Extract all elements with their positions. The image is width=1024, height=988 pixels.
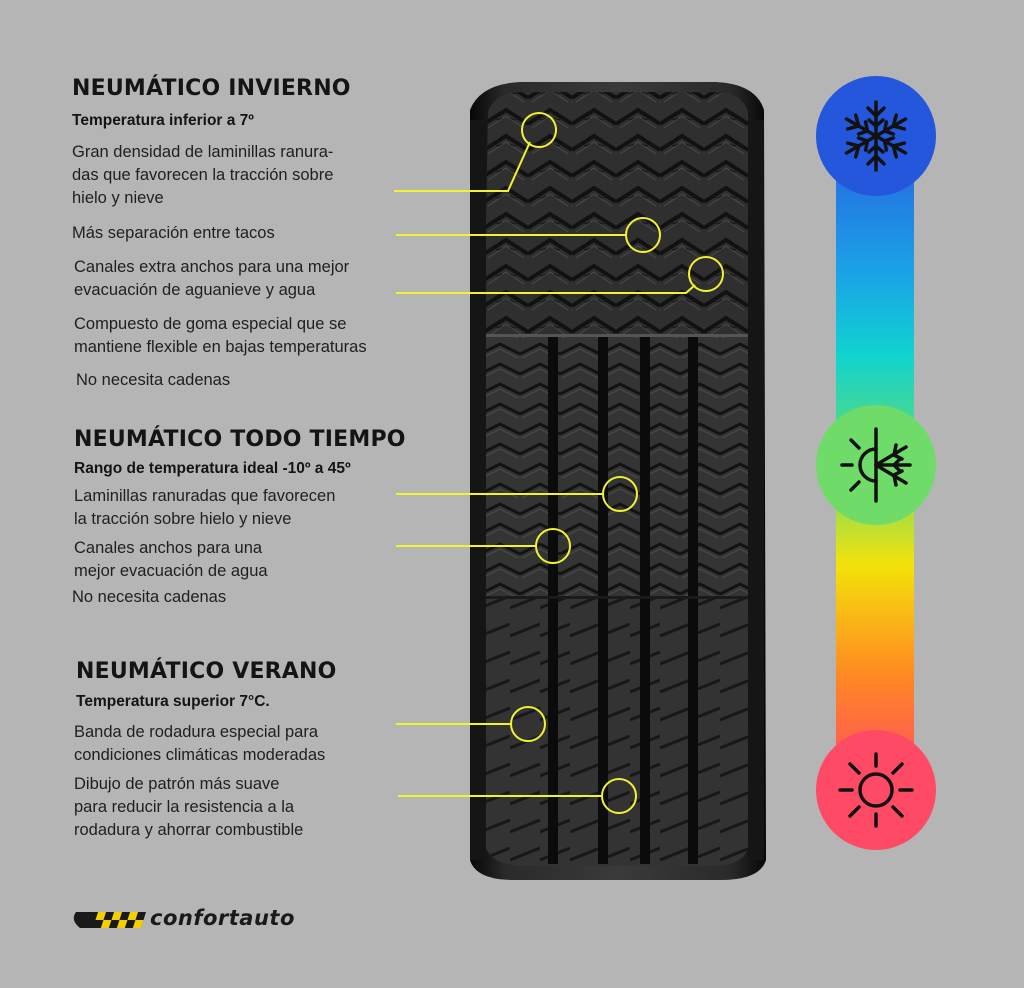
callout-circle-winter-3 [688, 256, 724, 292]
half-sun-snowflake-icon [840, 427, 912, 503]
callout-circle-allseason-1 [602, 476, 638, 512]
winter-item-5: No necesita cadenas [76, 371, 231, 389]
callout-line-winter-1 [394, 141, 531, 192]
callout-circle-winter-2 [625, 217, 661, 253]
confortauto-logo-mark [73, 912, 147, 928]
allseason-item-2: Canales anchos para una mejor evacuación… [74, 539, 268, 580]
winter-title: NEUMÁTICO INVIERNO [72, 76, 351, 101]
allseason-title: NEUMÁTICO TODO TIEMPO [74, 427, 406, 452]
summer-title: NEUMÁTICO VERANO [76, 659, 337, 684]
snowflake-icon [840, 100, 912, 172]
winter-item-2: Más separación entre tacos [72, 224, 275, 242]
allseason-item-3: No necesita cadenas [72, 588, 227, 606]
winter-subtitle: Temperatura inferior a 7º [72, 112, 254, 129]
summer-item-2: Dibujo de patrón más suave para reducir … [74, 775, 304, 839]
summer-subtitle: Temperatura superior 7°C. [76, 693, 270, 710]
allseason-subtitle: Rango de temperatura ideal -10º a 45º [74, 460, 351, 477]
winter-item-4: Compuesto de goma especial que se mantie… [74, 315, 367, 356]
winter-item-1: Gran densidad de laminillas ranura- das … [72, 143, 334, 207]
callout-circle-summer-1 [510, 706, 546, 742]
callout-circle-winter-1 [521, 112, 557, 148]
callout-line-winter-3 [396, 284, 696, 294]
sun-icon [838, 752, 914, 828]
callout-circle-summer-2 [601, 778, 637, 814]
callout-circle-allseason-2 [535, 528, 571, 564]
summer-item-1: Banda de rodadura especial para condicio… [74, 723, 326, 764]
allseason-item-1: Laminillas ranuradas que favorecen la tr… [74, 487, 336, 528]
winter-item-3: Canales extra anchos para una mejor evac… [74, 258, 350, 299]
brand-logo: confortauto [150, 906, 295, 930]
